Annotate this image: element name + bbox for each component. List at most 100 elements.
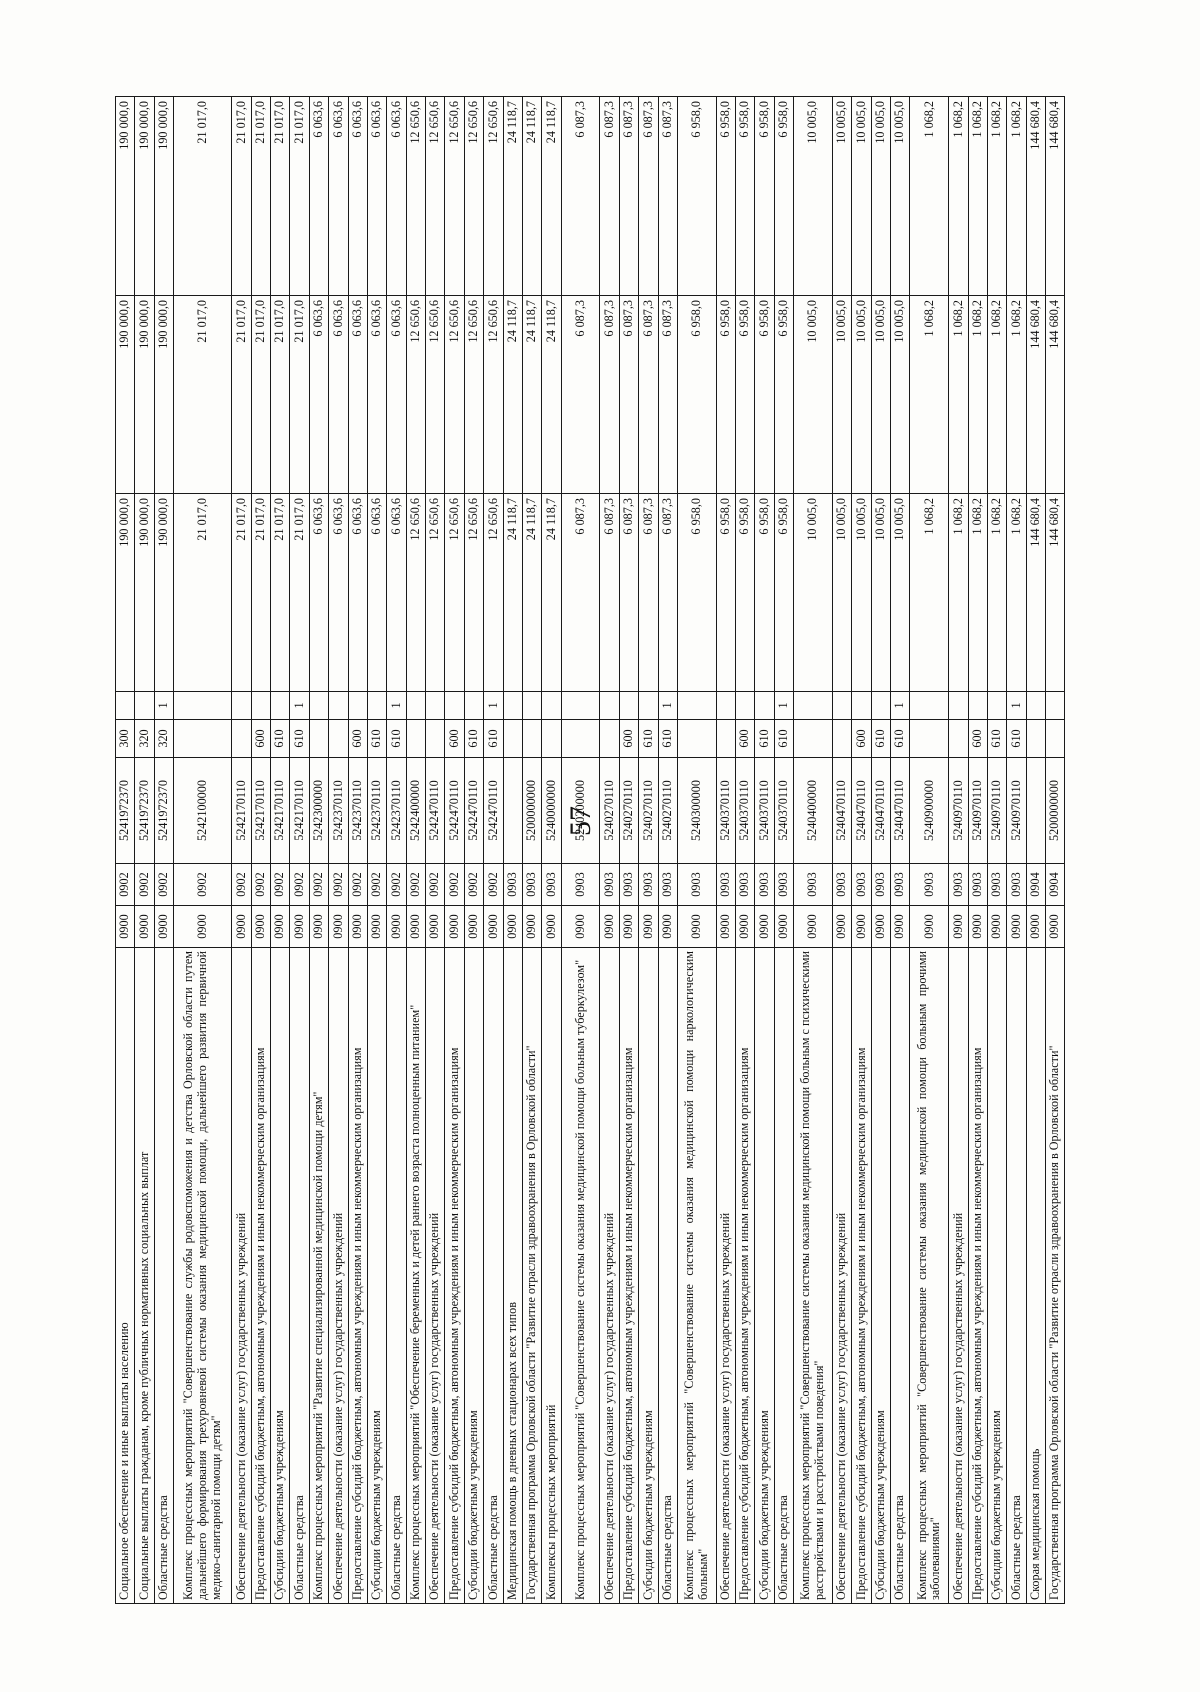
amount-year-2: 6 958,0 — [774, 295, 794, 494]
source-code — [367, 691, 387, 720]
expense-type-code: 600 — [251, 719, 271, 758]
table-row: Обеспечение деятельности (оказание услуг… — [425, 96, 445, 1604]
target-article-code: 5242100000 — [173, 757, 232, 864]
amount-year-1: 6 063,6 — [386, 493, 407, 692]
target-article-code: 5240970110 — [987, 757, 1007, 864]
expense-type-code — [561, 719, 600, 758]
target-article-code: 5241972370 — [115, 757, 135, 864]
row-name: Субсидии бюджетным учреждениям — [270, 947, 290, 1604]
section-code: 0900 — [367, 905, 387, 948]
target-article-code: 5200000000 — [1045, 757, 1065, 864]
source-code: 1 — [774, 691, 794, 720]
amount-year-2: 24 118,7 — [503, 295, 523, 494]
amount-year-2: 1 068,2 — [948, 295, 969, 494]
amount-year-3: 1 068,2 — [948, 96, 969, 296]
table-row: Предоставление субсидий бюджетным, автон… — [968, 96, 988, 1604]
expense-type-code — [309, 719, 329, 758]
amount-year-1: 6 958,0 — [716, 493, 736, 692]
section-code: 0900 — [289, 905, 310, 948]
expense-type-code: 600 — [348, 719, 368, 758]
section-code: 0900 — [386, 905, 407, 948]
section-code: 0900 — [1006, 905, 1027, 948]
subsection-code: 0902 — [348, 863, 368, 906]
table-row: Государственная программа Орловской обла… — [1045, 96, 1065, 1604]
table-row: Социальное обеспечение и иные выплаты на… — [115, 96, 135, 1604]
source-code — [270, 691, 290, 720]
expense-type-code: 610 — [464, 719, 484, 758]
source-code — [599, 691, 620, 720]
amount-year-1: 10 005,0 — [871, 493, 891, 692]
target-article-code: 5240270110 — [638, 757, 659, 864]
section-code: 0900 — [1045, 905, 1065, 948]
table-row: Обеспечение деятельности (оказание услуг… — [231, 96, 252, 1604]
subsection-code: 0902 — [309, 863, 329, 906]
target-article-code: 5240900000 — [909, 757, 949, 864]
section-code: 0900 — [464, 905, 484, 948]
amount-year-2: 21 017,0 — [289, 295, 310, 494]
source-code — [948, 691, 969, 720]
source-code — [851, 691, 872, 720]
amount-year-3: 1 068,2 — [968, 96, 988, 296]
row-name: Государственная программа Орловской обла… — [522, 947, 542, 1604]
target-article-code: 5240970110 — [968, 757, 988, 864]
amount-year-3: 6 087,3 — [561, 96, 600, 296]
source-code — [115, 691, 135, 720]
amount-year-3: 24 118,7 — [522, 96, 542, 296]
source-code — [638, 691, 659, 720]
section-code: 0900 — [154, 905, 174, 948]
amount-year-3: 10 005,0 — [793, 96, 833, 296]
expense-type-code: 610 — [483, 719, 504, 758]
row-name: Предоставление субсидий бюджетным, автон… — [968, 947, 988, 1604]
table-row: Социальные выплаты гражданам, кроме публ… — [134, 96, 155, 1604]
row-name: Субсидии бюджетным учреждениям — [638, 947, 659, 1604]
target-article-code: 5242370110 — [348, 757, 368, 864]
amount-year-2: 190 000,0 — [134, 295, 155, 494]
target-article-code: 5240370110 — [716, 757, 736, 864]
amount-year-2: 190 000,0 — [154, 295, 174, 494]
amount-year-1: 21 017,0 — [251, 493, 271, 692]
target-article-code: 5240970110 — [1006, 757, 1027, 864]
target-article-code: 5240270110 — [619, 757, 639, 864]
subsection-code: 0902 — [367, 863, 387, 906]
expense-type-code: 320 — [154, 719, 174, 758]
subsection-code: 0902 — [406, 863, 426, 906]
section-code: 0900 — [231, 905, 252, 948]
amount-year-1: 10 005,0 — [890, 493, 910, 692]
amount-year-1: 1 068,2 — [968, 493, 988, 692]
section-code: 0900 — [599, 905, 620, 948]
target-article-code: 5242370110 — [328, 757, 349, 864]
subsection-code: 0903 — [909, 863, 949, 906]
source-code: 1 — [154, 691, 174, 720]
amount-year-1: 1 068,2 — [909, 493, 949, 692]
amount-year-1: 10 005,0 — [793, 493, 833, 692]
target-article-code: 5240970110 — [948, 757, 969, 864]
subsection-code: 0903 — [774, 863, 794, 906]
target-article-code: 5200000000 — [522, 757, 542, 864]
section-code: 0900 — [619, 905, 639, 948]
row-name: Обеспечение деятельности (оказание услуг… — [231, 947, 252, 1604]
amount-year-1: 21 017,0 — [289, 493, 310, 692]
subsection-code: 0902 — [483, 863, 504, 906]
amount-year-2: 24 118,7 — [522, 295, 542, 494]
subsection-code: 0902 — [444, 863, 465, 906]
amount-year-2: 24 118,7 — [541, 295, 562, 494]
row-name: Комплекс процессных мероприятий "Обеспеч… — [406, 947, 426, 1604]
expense-type-code — [1045, 719, 1065, 758]
source-code: 1 — [890, 691, 910, 720]
amount-year-2: 6 958,0 — [735, 295, 755, 494]
target-article-code: 5242370110 — [386, 757, 407, 864]
amount-year-1: 6 958,0 — [735, 493, 755, 692]
source-code — [406, 691, 426, 720]
section-code: 0900 — [871, 905, 891, 948]
source-code — [464, 691, 484, 720]
source-code — [251, 691, 271, 720]
expense-type-code — [948, 719, 969, 758]
amount-year-2: 21 017,0 — [251, 295, 271, 494]
subsection-code: 0903 — [638, 863, 659, 906]
row-name: Субсидии бюджетным учреждениям — [367, 947, 387, 1604]
expense-type-code: 610 — [367, 719, 387, 758]
amount-year-2: 1 068,2 — [987, 295, 1007, 494]
